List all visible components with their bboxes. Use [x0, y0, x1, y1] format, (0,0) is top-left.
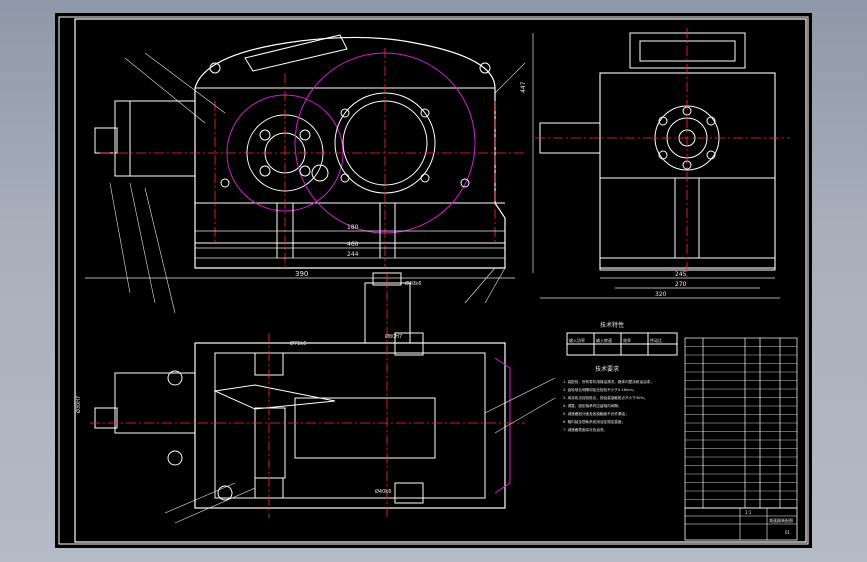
- fit-left: Ø30H7: [75, 396, 82, 413]
- parts-list-rows: [685, 346, 797, 509]
- drawing-name: 减速器装配图: [769, 517, 793, 523]
- fit-3: Ø40k6: [375, 488, 391, 495]
- plan-view: Ø40k6 Ø30H7 Ø71k6 Ø80H7 Ø40k6: [75, 272, 556, 524]
- side-dim-height: 447: [520, 81, 527, 93]
- drawing-sheet: 390 180 460 244: [55, 13, 812, 548]
- side-view: 320 245 270 447: [520, 28, 790, 299]
- note-line-1: 1. 装配前，所有零件用煤油清洗，箱体内壁涂耐油油漆；: [563, 379, 654, 384]
- note-line-3: 3. 用涂色法检验斑点，按齿高接触斑点不小于40%；: [563, 395, 647, 400]
- spec-header-3: 传动比: [650, 337, 662, 343]
- front-view: 390 180 460 244: [85, 34, 526, 314]
- front-dim-4: 244: [347, 251, 359, 258]
- note-line-6: 6. 箱内装全损耗系统用油至规定高度；: [563, 419, 625, 424]
- front-dim-overall: 390: [295, 270, 308, 278]
- fit-1: Ø71k6: [290, 340, 306, 347]
- front-dim-3: 460: [347, 241, 359, 248]
- note-line-5: 5. 减速器剖分面及各接触面不允许漏油；: [563, 411, 629, 416]
- fit-top: Ø40k6: [405, 280, 421, 287]
- spec-header-1: 输入转速: [596, 337, 612, 343]
- fit-2: Ø80H7: [385, 333, 402, 340]
- spec-header-2: 效率: [623, 337, 631, 343]
- inner-border: [74, 18, 807, 543]
- note-line-7: 7. 减速器表面涂灰色油漆。: [563, 427, 607, 432]
- side-dim-2: 270: [675, 281, 687, 288]
- outer-border: [58, 16, 809, 545]
- note-line-4: 4. 调整、固定轴承时应留轴向间隙；: [563, 403, 621, 408]
- drawing-scale: 1:1: [745, 510, 752, 515]
- technical-notes: 技术特性 输入功率 输入转速 效率 传动比 技术要求 1. 装配前，所有零件用煤…: [563, 321, 678, 432]
- notes-heading: 技术特性: [600, 321, 624, 329]
- side-dim-3: 320: [655, 291, 667, 298]
- title-block: 减速器装配图 1:1 01: [684, 507, 798, 541]
- front-dim-2: 180: [347, 224, 359, 231]
- assembly-drawing: 390 180 460 244: [58, 16, 809, 545]
- sheet-number: 01: [785, 530, 791, 535]
- note-line-2: 2. 齿轮啮合侧隙用铅丝检验不小于0.16mm；: [563, 387, 636, 392]
- spec-header-0: 输入功率: [569, 337, 585, 343]
- notes-title: 技术要求: [595, 365, 619, 373]
- side-dim-1: 245: [675, 271, 687, 278]
